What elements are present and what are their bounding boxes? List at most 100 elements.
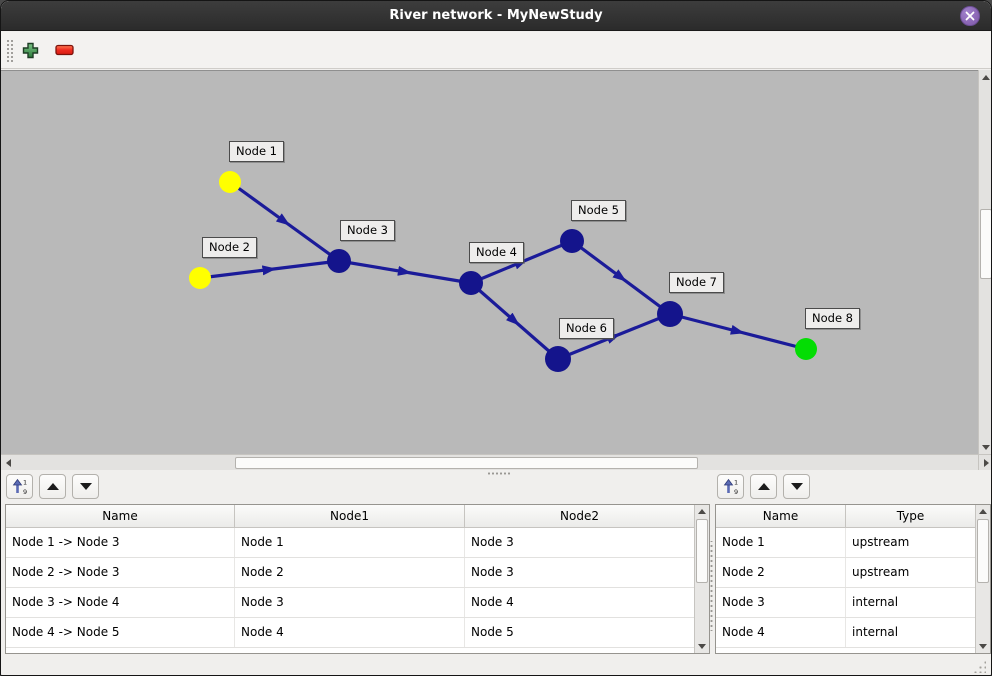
nodes-sort-button[interactable]: 1 9 (717, 474, 744, 499)
column-header-name[interactable]: Name (716, 505, 846, 527)
node-label[interactable]: Node 7 (669, 272, 724, 293)
vertical-scroll-thumb[interactable] (980, 209, 991, 279)
network-canvas[interactable]: Node 1 Node 2 Node 3 Node 4 Node 5 Node 6 Node… (1, 70, 978, 454)
network-node[interactable] (545, 346, 571, 372)
left-arrow-icon (5, 459, 11, 467)
nodes-move-down-button[interactable] (783, 474, 810, 499)
river-reach-edge[interactable] (557, 312, 671, 361)
river-reach-edge[interactable] (669, 312, 807, 351)
table-cell: Node 2 -> Node 3 (6, 558, 235, 587)
down-arrow-icon (982, 444, 990, 450)
down-arrow-icon (979, 644, 987, 649)
reaches-sort-button[interactable]: 1 9 (6, 474, 33, 499)
column-header-node2[interactable]: Node2 (465, 505, 695, 527)
network-node[interactable] (795, 338, 817, 360)
close-icon (965, 11, 975, 21)
network-node[interactable] (327, 249, 351, 273)
node-label[interactable]: Node 5 (571, 200, 626, 221)
table-cell: Node 3 (716, 588, 846, 617)
status-strip (1, 654, 991, 675)
move-down-icon (79, 483, 92, 490)
right-arrow-icon (983, 458, 989, 467)
window-resize-grip[interactable] (973, 660, 986, 673)
reaches-move-up-button[interactable] (39, 474, 66, 499)
node-label[interactable]: Node 4 (469, 242, 524, 263)
move-up-icon (757, 483, 770, 490)
table-cell: Node 2 (235, 558, 465, 587)
svg-text:9: 9 (23, 488, 27, 495)
table-cell: Node 1 (716, 528, 846, 557)
nodes-move-up-button[interactable] (750, 474, 777, 499)
move-down-icon (790, 483, 803, 490)
svg-text:1: 1 (23, 479, 27, 487)
vertical-scroll-thumb[interactable] (977, 519, 989, 583)
scroll-left-button[interactable] (1, 456, 15, 470)
move-up-icon (46, 483, 59, 490)
river-reach-edge[interactable] (229, 180, 340, 263)
river-reach-edge[interactable] (469, 281, 560, 361)
table-cell: Node 3 (235, 588, 465, 617)
splitter-grip-icon (487, 472, 511, 475)
toolbar-drag-handle[interactable] (6, 39, 14, 63)
table-cell: Node 3 (465, 558, 695, 587)
scroll-down-button[interactable] (695, 640, 709, 653)
table-cell: Node 5 (465, 618, 695, 647)
node-label[interactable]: Node 8 (805, 308, 860, 329)
scroll-down-button[interactable] (976, 640, 990, 653)
node-label[interactable]: Node 6 (559, 318, 614, 339)
river-reach-edge[interactable] (199, 259, 340, 280)
node-label[interactable]: Node 2 (202, 237, 257, 258)
table-cell: upstream (846, 528, 976, 557)
main-toolbar (1, 32, 991, 69)
column-header-name[interactable]: Name (6, 505, 235, 527)
table-cell: upstream (846, 558, 976, 587)
reaches-move-down-button[interactable] (72, 474, 99, 499)
add-button[interactable] (17, 37, 43, 63)
down-arrow-icon (698, 644, 706, 649)
column-header-type[interactable]: Type (846, 505, 976, 527)
table-cell: Node 4 (465, 588, 695, 617)
table-cell: Node 3 (465, 528, 695, 557)
network-node[interactable] (219, 171, 241, 193)
svg-text:1: 1 (734, 479, 738, 487)
vertical-splitter[interactable] (709, 541, 714, 631)
close-button[interactable] (960, 6, 980, 26)
scroll-right-button[interactable] (978, 454, 991, 470)
river-reach-edge[interactable] (338, 259, 472, 285)
vertical-scroll-thumb[interactable] (696, 519, 708, 583)
river-reach-edge[interactable] (571, 239, 671, 316)
node-label[interactable]: Node 3 (340, 220, 395, 241)
scroll-up-button[interactable] (979, 70, 991, 84)
node-label[interactable]: Node 1 (229, 141, 284, 162)
reaches-table-scrollbar (694, 505, 709, 653)
horizontal-splitter[interactable] (1, 470, 991, 476)
network-node[interactable] (657, 301, 683, 327)
network-node[interactable] (189, 267, 211, 289)
titlebar[interactable]: River network - MyNewStudy (1, 1, 991, 31)
scroll-up-button[interactable] (976, 505, 990, 518)
scroll-up-button[interactable] (695, 505, 709, 518)
sort-ascending-icon: 1 9 (723, 479, 738, 495)
svg-text:9: 9 (734, 488, 738, 495)
column-header-node1[interactable]: Node1 (235, 505, 465, 527)
network-node[interactable] (560, 229, 584, 253)
table-cell: internal (846, 588, 976, 617)
network-node[interactable] (459, 271, 483, 295)
scroll-down-button[interactable] (979, 440, 991, 454)
table-cell: internal (846, 618, 976, 647)
horizontal-scroll-thumb[interactable] (235, 457, 698, 469)
remove-button[interactable] (51, 37, 77, 63)
